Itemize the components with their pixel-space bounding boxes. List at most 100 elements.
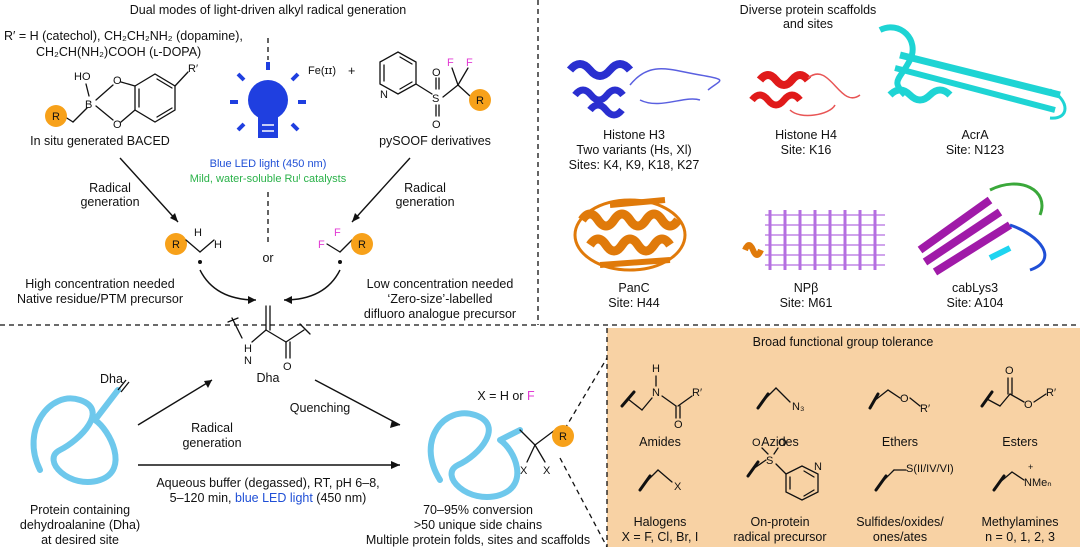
conditions-time: 5–120 min,	[170, 491, 235, 505]
dha-structure: H N O	[227, 305, 311, 373]
protein-product-cartoon	[427, 410, 523, 500]
left-note-2: Native residue/PTM precursor	[17, 292, 183, 306]
protein-name-h4: Histone H4	[775, 128, 837, 142]
radical-generation-right-1: Radical	[404, 181, 446, 195]
label-sulfides-2: ones/ates	[873, 530, 927, 544]
rprime-definition-line2: CH₂CH(NH₂)COOH (ʟ-DOPA)	[36, 45, 201, 59]
baced-structure: HO B O O R′ R	[45, 63, 198, 131]
zoom-line-bottom	[559, 457, 608, 547]
protein-variants-h3: Two variants (Hs, Xl)	[576, 143, 691, 157]
x-def-text: X = H or	[477, 389, 527, 403]
atom-ho: HO	[74, 71, 91, 83]
protein-site-panc: Site: H44	[608, 296, 659, 310]
ester-o-alkoxy: O	[1024, 399, 1033, 411]
protein-label-3: at desired site	[41, 533, 119, 547]
label-ethers: Ethers	[882, 435, 918, 449]
scaffolds-title-1: Diverse protein scaffolds	[740, 3, 877, 17]
atom-n-dha: N	[244, 355, 252, 367]
protein-site-h4: Site: K16	[781, 143, 832, 157]
result-line-3: Multiple protein folds, sites and scaffo…	[366, 533, 590, 547]
blue-led-bulb-icon	[230, 62, 306, 138]
atom-o-lower: O	[113, 119, 122, 131]
group-methylamine: NMeₙ +	[992, 462, 1052, 492]
protein-site-acra: Site: N123	[946, 143, 1004, 157]
atom-o-sulfonyl-upper: O	[432, 67, 441, 79]
azide-n3: N₃	[792, 401, 804, 413]
conditions-led: blue LED light	[235, 491, 313, 505]
ester-rprime: R′	[1046, 387, 1056, 399]
protein-label-2: dehydroalanine (Dha)	[20, 518, 140, 532]
right-note-2: ‘Zero-size’-labelled	[388, 292, 493, 306]
pysoof-structure: N S O O F F R	[379, 51, 491, 131]
protein-name-acra: AcrA	[961, 128, 989, 142]
atom-o-dha: O	[283, 361, 292, 373]
atom-x-1: X	[520, 465, 528, 477]
methylamine-charge: +	[1028, 462, 1033, 472]
panel-functional-group-tolerance: Broad functional group tolerance N H O R…	[620, 335, 1059, 544]
protein-structure-acra	[878, 24, 1067, 120]
ether-o: O	[900, 393, 909, 405]
panel-title-dual-modes: Dual modes of light-driven alkyl radical…	[130, 3, 407, 17]
precursor-o-1: O	[752, 437, 761, 449]
protein-structure-histone-h4	[749, 71, 861, 117]
atom-h-2: H	[214, 239, 222, 251]
baced-label: In situ generated BACED	[30, 134, 170, 148]
label-halogens: Halogens	[634, 515, 687, 529]
label-on-protein: On-protein	[750, 515, 809, 529]
atom-f-radical-2: F	[334, 227, 341, 239]
protein-site-cablys3: Site: A104	[947, 296, 1004, 310]
alkyl-radical-left: R H H	[165, 227, 222, 264]
label-amides: Amides	[639, 435, 681, 449]
amide-n: N	[652, 387, 660, 399]
label-sulfides: Sulfides/oxides/	[856, 515, 944, 529]
arrow-quenching	[314, 379, 401, 426]
r-group-ball	[45, 105, 67, 127]
protein-name-npb: NPβ	[794, 281, 819, 295]
label-methylamines-n: n = 0, 1, 2, 3	[985, 530, 1055, 544]
precursor-o-2: O	[778, 437, 787, 449]
quenching-label: Quenching	[290, 401, 351, 415]
functional-group-panel-bg	[607, 328, 1080, 547]
label-halogens-detail: X = F, Cl, Br, I	[622, 530, 699, 544]
protein-name-panc: PanC	[618, 281, 649, 295]
protein-name-h3: Histone H3	[603, 128, 665, 142]
radical-generation-right-2: generation	[395, 195, 454, 209]
precursor-s: S	[766, 455, 773, 467]
protein-structure-cablys3	[917, 182, 1047, 276]
ether-rprime: R′	[920, 403, 930, 415]
amide-o: O	[674, 419, 683, 431]
ester-o-carbonyl: O	[1005, 365, 1014, 377]
curved-arrow-left	[199, 269, 257, 301]
group-ester: O O R′	[980, 365, 1056, 411]
protein-structure-npb	[742, 210, 885, 270]
panel-light-driven-radical-generation: Dual modes of light-driven alkyl radical…	[4, 3, 516, 385]
atom-f-2: F	[466, 57, 473, 69]
r-group-ball-product	[552, 425, 574, 447]
group-sulfide: S(II/IV/VI)	[874, 463, 954, 492]
protein-sites-h3: Sites: K4, K9, K18, K27	[569, 158, 700, 172]
atom-f-radical-1: F	[318, 239, 325, 251]
scaffolds-title-2: and sites	[783, 17, 833, 31]
protein-dha-cartoon	[30, 387, 121, 485]
atom-r-radical-right: R	[358, 239, 366, 251]
atom-n-pyridine: N	[380, 89, 388, 101]
conditions-line-2: 5–120 min, blue LED light (450 nm)	[170, 491, 367, 505]
x-def-fluorine: F	[527, 389, 535, 403]
label-azides: Azides	[761, 435, 799, 449]
arrow-left-radical	[119, 157, 179, 223]
right-note-3: difluoro analogue precursor	[364, 307, 516, 321]
dha-label-protein: Dha	[100, 372, 123, 386]
atom-o-upper: O	[113, 75, 122, 87]
r-group-ball-pysoof	[469, 89, 491, 111]
atom-r-pysoof: R	[476, 95, 484, 107]
conditions-wavelength: (450 nm)	[313, 491, 367, 505]
atom-f-1: F	[447, 57, 454, 69]
radical-generation-bottom-1: Radical	[191, 421, 233, 435]
result-line-1: 70–95% conversion	[423, 503, 533, 517]
methylamine-nmen: NMeₙ	[1024, 477, 1052, 489]
difluoro-radical-right: F F R	[318, 227, 373, 264]
label-esters: Esters	[1002, 435, 1037, 449]
atom-rprime: R′	[188, 63, 198, 75]
led-label: Blue LED light (450 nm)	[210, 158, 327, 170]
